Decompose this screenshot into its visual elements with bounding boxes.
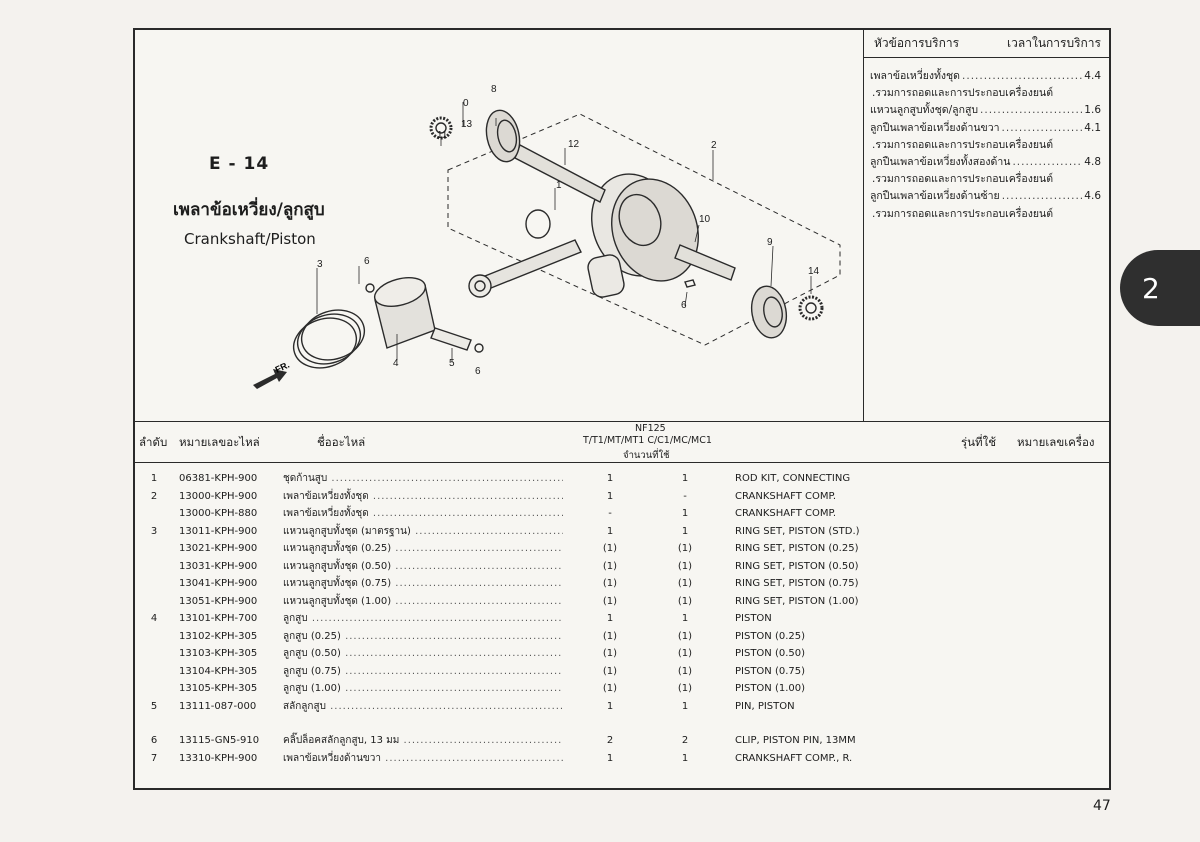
front-label: FR.	[274, 360, 291, 375]
header-model: NF125	[635, 423, 666, 434]
header-quantity: จำนวนที่ใช้	[623, 450, 670, 461]
front-arrow-icon: FR.	[253, 360, 291, 389]
service-item: เพลาข้อเหวี่ยงทั้งชุด...................…	[870, 70, 1101, 82]
service-header: หัวข้อการบริการ เวลาในการบริการ	[864, 30, 1111, 58]
header-model-used: รุ่นที่ใช้	[961, 435, 997, 449]
callout-4: 4	[393, 358, 399, 369]
service-header-time: เวลาในการบริการ	[1007, 36, 1101, 50]
header-engine-number: หมายเลขเครื่อง	[1017, 435, 1095, 449]
section-title-english: Crankshaft/Piston	[184, 230, 316, 248]
callout-5: 5	[449, 358, 455, 369]
service-item-note: .รวมการถอดและการประกอบเครื่องยนต์	[872, 207, 1054, 220]
callout-11: 6	[681, 300, 687, 311]
exploded-view-drawing: FR. 12 2 1 10 9 14 6 8 0 13 11 3 6 4 5 6	[253, 84, 841, 389]
header-types: T/T1/MT/MT1 C/C1/MC/MC1	[583, 435, 712, 446]
callout-13: 9	[767, 237, 773, 248]
service-item: ลูกปืนเพลาข้อเหวี่ยงทั้งสองด้าน.........…	[870, 156, 1101, 169]
callout-3: 3	[317, 259, 323, 270]
chapter-tab: 2	[1120, 250, 1200, 326]
service-item: ลูกปืนเพลาข้อเหวี่ยงด้านซ้าย............…	[870, 190, 1101, 203]
callout-14: 13	[461, 119, 473, 130]
section-code: E - 14	[209, 154, 270, 174]
callout-6-bottom: 6	[475, 366, 481, 377]
service-header-topic: หัวข้อการบริการ	[874, 36, 960, 50]
callout-9: 14	[808, 266, 820, 277]
header-part-name: ชื่ออะไหล่	[317, 435, 366, 449]
service-item: ลูกปืนเพลาข้อเหวี่ยงด้านขวา.............…	[870, 121, 1101, 134]
callout-8: 10	[699, 214, 711, 225]
callout-2: 2	[711, 140, 717, 151]
service-item-note: .รวมการถอดและการประกอบเครื่องยนต์	[872, 173, 1054, 186]
service-item-note: .รวมการถอดและการประกอบเครื่องยนต์	[872, 87, 1054, 100]
callout-7: 12	[568, 139, 580, 150]
callout-12: 8	[491, 84, 497, 95]
parts-table-header: ลำดับ หมายเลขอะไหล่ ชื่ออะไหล่ NF125 T/T…	[135, 421, 1111, 463]
page-frame: E - 14 เพลาข้อเหวี่ยง/ลูกสูบ Crankshaft/…	[133, 28, 1111, 790]
header-part-number: หมายเลขอะไหล่	[179, 435, 260, 449]
callout-1: 1	[556, 180, 562, 191]
service-item-note: .รวมการถอดและการประกอบเครื่องยนต์	[872, 138, 1054, 151]
callout-0: 0	[463, 98, 469, 109]
callout-6-top: 6	[364, 256, 370, 267]
service-time-box: หัวข้อการบริการ เวลาในการบริการ เพลาข้อเ…	[863, 30, 1111, 421]
page-number: 47	[1093, 798, 1111, 814]
parts-diagram: E - 14 เพลาข้อเหวี่ยง/ลูกสูบ Crankshaft/…	[135, 30, 863, 421]
service-item: แหวนลูกสูบทั้งชุด/ลูกสูบ................…	[870, 104, 1101, 117]
callout-10: 11	[437, 130, 448, 141]
service-list: เพลาข้อเหวี่ยงทั้งชุด...................…	[864, 58, 1111, 223]
header-no: ลำดับ	[139, 435, 168, 449]
section-title-thai: เพลาข้อเหวี่ยง/ลูกสูบ	[173, 200, 325, 220]
